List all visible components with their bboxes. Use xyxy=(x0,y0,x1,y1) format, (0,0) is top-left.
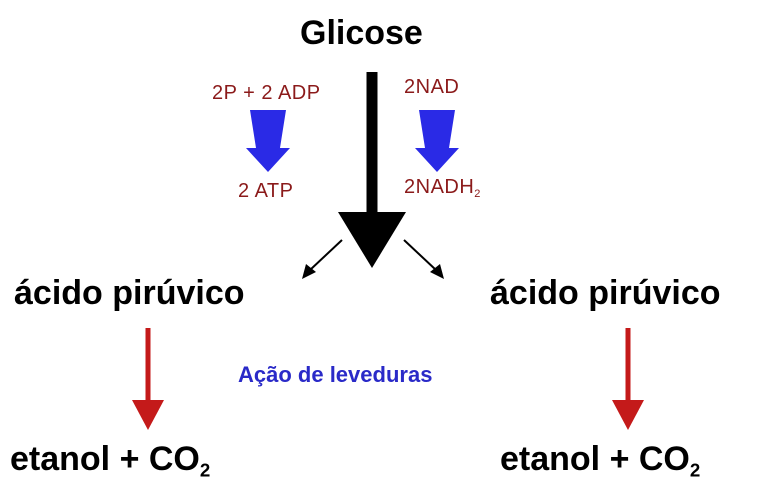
product-left-text: etanol + CO xyxy=(10,440,200,478)
product-right-label: etanol + CO2 xyxy=(500,440,700,482)
branch-arrow-right-head xyxy=(430,264,444,279)
main-arrow-head xyxy=(338,212,406,268)
left-cofactor-arrow xyxy=(246,110,290,172)
substrate-label: Glicose xyxy=(300,14,423,52)
product-arrow-left-head xyxy=(132,400,164,430)
right-cofactor-out-subscript: 2 xyxy=(474,187,481,200)
left-cofactor-out-label: 2 ATP xyxy=(238,180,294,202)
product-left-subscript: 2 xyxy=(199,459,211,481)
right-cofactor-out-text: 2NADH xyxy=(404,176,475,198)
right-cofactor-out-label: 2NADH2 xyxy=(404,176,481,200)
branch-arrow-left xyxy=(309,239,343,271)
intermediate-left-label: ácido pirúvico xyxy=(14,274,245,312)
branch-arrow-right xyxy=(403,239,437,271)
right-cofactor-in-label: 2NAD xyxy=(404,76,460,98)
right-cofactor-arrow xyxy=(415,110,459,172)
product-right-text: etanol + CO xyxy=(500,440,690,478)
branch-arrow-left-head xyxy=(302,264,316,279)
process-note-label: Ação de leveduras xyxy=(238,362,433,387)
intermediate-right-label: ácido pirúvico xyxy=(490,274,721,312)
left-cofactor-in-label: 2P + 2 ADP xyxy=(212,82,321,104)
product-left-label: etanol + CO2 xyxy=(10,440,210,482)
product-right-subscript: 2 xyxy=(689,459,701,481)
product-arrow-right-head xyxy=(612,400,644,430)
